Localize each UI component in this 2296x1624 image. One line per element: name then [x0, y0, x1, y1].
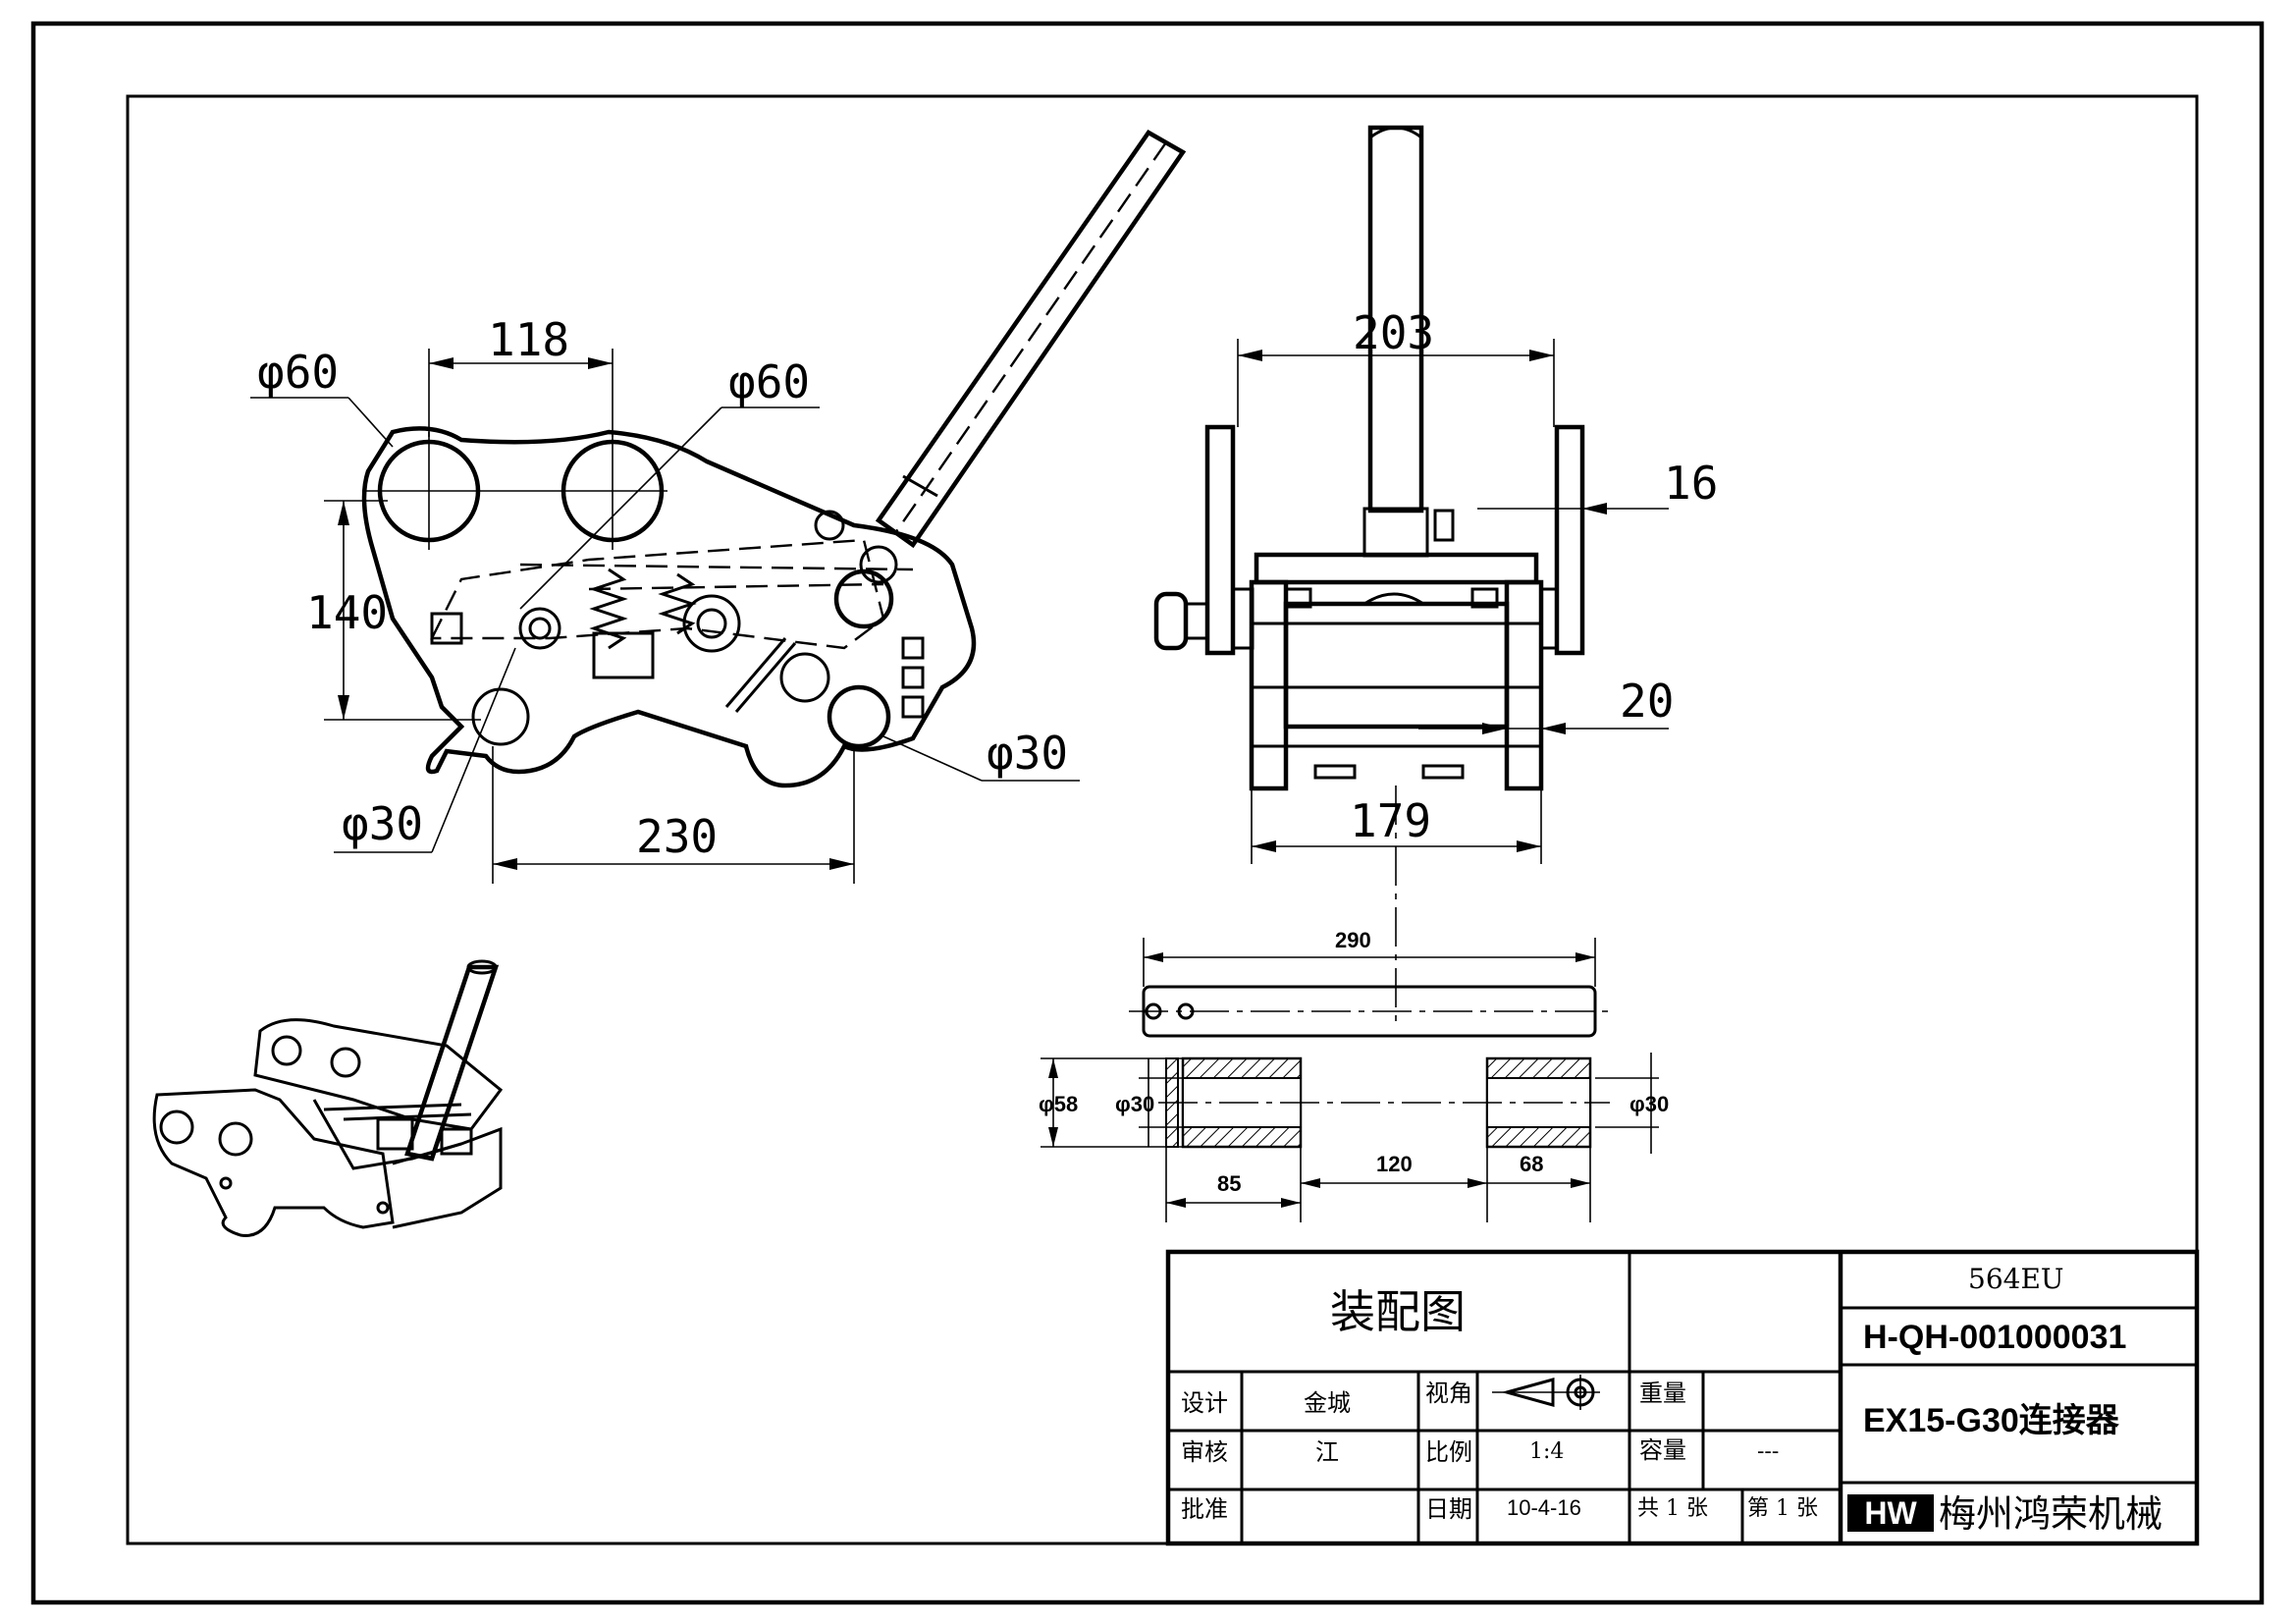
- dim-140: 140: [306, 586, 388, 639]
- dim-118: 118: [488, 313, 569, 366]
- value-scale: 1:4: [1529, 1439, 1564, 1464]
- title-text: 装配图: [1330, 1285, 1466, 1338]
- value-date: 10-4-16: [1507, 1495, 1581, 1520]
- label-date: 日期: [1425, 1495, 1472, 1523]
- pin-view: 290 φ58 φ30 φ30 85: [1039, 928, 1669, 1222]
- dim-230: 230: [636, 810, 718, 863]
- inner-border: [126, 94, 2199, 1545]
- dim-203: 203: [1353, 306, 1434, 359]
- dim-phi60-left: φ60: [257, 346, 339, 399]
- dim-phi60-right: φ60: [728, 355, 810, 408]
- title-block: 装配图 564EU H-QH-001000031 EX15-G30连接器 设计 …: [1165, 1249, 2200, 1546]
- dim-120: 120: [1376, 1152, 1413, 1176]
- value-design: 金城: [1304, 1389, 1351, 1417]
- value-capacity: ---: [1757, 1439, 1779, 1464]
- drawing-number: H-QH-001000031: [1863, 1319, 2126, 1356]
- dim-16: 16: [1664, 457, 1718, 510]
- isometric-view: [152, 959, 504, 1237]
- label-capacity: 容量: [1639, 1436, 1686, 1464]
- dim-290: 290: [1335, 928, 1371, 952]
- part-name: EX15-G30连接器: [1863, 1402, 2120, 1439]
- dim-68: 68: [1520, 1152, 1543, 1176]
- company-logo: HW: [1847, 1494, 1934, 1532]
- projection-symbol-icon: [1492, 1375, 1600, 1410]
- dim-phi58: φ58: [1039, 1092, 1078, 1116]
- model-code: 564EU: [1968, 1263, 2063, 1295]
- value-review: 江: [1315, 1438, 1339, 1466]
- dim-phi30-right: φ30: [987, 727, 1068, 780]
- label-design: 设计: [1181, 1389, 1228, 1417]
- dim-phi30-a: φ30: [1115, 1092, 1154, 1116]
- company-logo-letters: HW: [1864, 1495, 1917, 1531]
- dim-20: 20: [1620, 675, 1674, 728]
- label-scale: 比例: [1425, 1438, 1472, 1466]
- dim-85: 85: [1217, 1171, 1241, 1196]
- side-view: 118 φ60 φ60 140 φ30 φ30 230: [250, 130, 1187, 884]
- dim-phi30-left: φ30: [342, 797, 423, 850]
- sheet-number: 第 1 张: [1747, 1496, 1818, 1521]
- label-review: 审核: [1181, 1438, 1228, 1466]
- dim-179: 179: [1350, 794, 1431, 847]
- label-approve: 批准: [1181, 1495, 1228, 1523]
- label-view-angle: 视角: [1425, 1380, 1472, 1407]
- company-name: 梅州鸿荣机械: [1939, 1494, 2163, 1536]
- front-view: 203 16 20 179: [1153, 125, 1718, 1021]
- dim-phi30-b: φ30: [1629, 1092, 1669, 1116]
- label-weight: 重量: [1639, 1380, 1686, 1407]
- outer-border: [30, 21, 2265, 1605]
- sheet-total: 共 1 张: [1637, 1496, 1708, 1521]
